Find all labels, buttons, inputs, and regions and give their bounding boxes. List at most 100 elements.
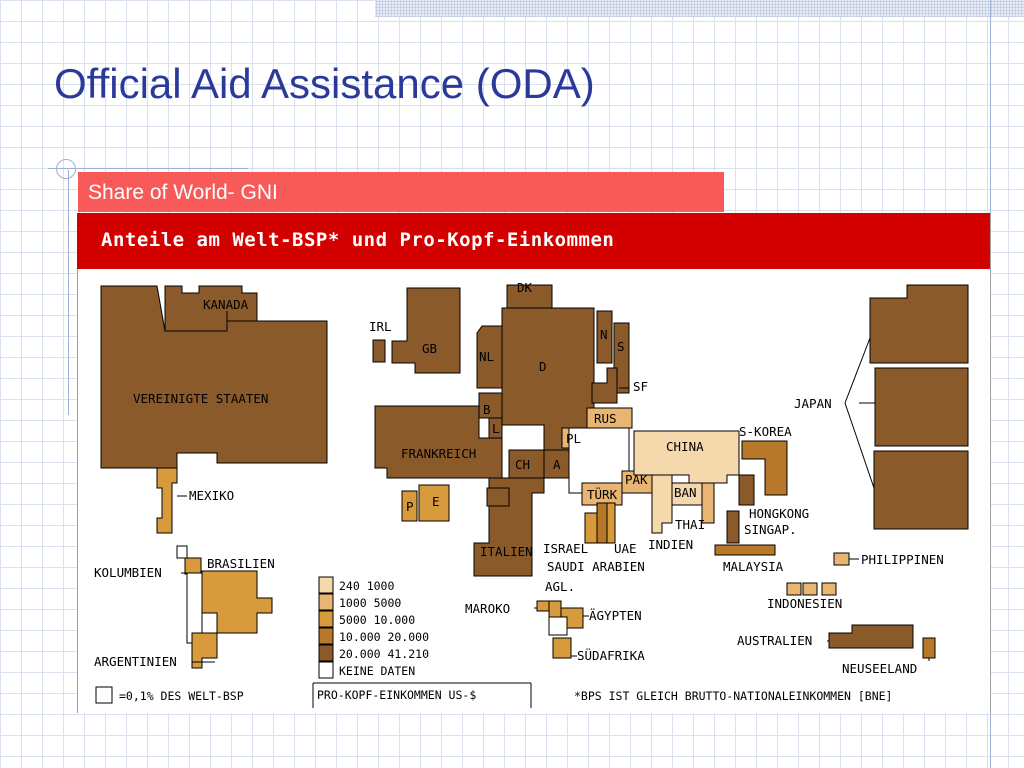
- label-n: N: [600, 327, 608, 342]
- label-s: S: [617, 339, 625, 354]
- sf-shape: [591, 367, 618, 404]
- decorative-top-band: [375, 0, 1024, 17]
- label-aegypten: ÄGYPTEN: [589, 608, 642, 623]
- indonesien-1: [786, 582, 802, 596]
- japan-block-3: [873, 450, 969, 530]
- agl-shape: [548, 600, 562, 618]
- legend-swatch-2: [318, 593, 334, 611]
- legend-label-5: 20.000 41.210: [339, 647, 429, 661]
- legend-label-3: 5000 10.000: [339, 613, 415, 627]
- label-skorea: S-KOREA: [739, 424, 792, 439]
- label-philippinen: PHILIPPINEN: [861, 552, 944, 567]
- subtitle-text: Share of World- GNI: [88, 181, 278, 204]
- legend-swatch-3: [318, 610, 334, 628]
- decorative-circle: [56, 159, 76, 179]
- label-saudi: SAUDI ARABIEN: [547, 559, 645, 574]
- label-mexiko: MEXIKO: [189, 488, 234, 503]
- saudi-shape: [606, 502, 616, 544]
- label-indien: INDIEN: [648, 537, 693, 552]
- label-israel: ISRAEL: [543, 541, 588, 556]
- rus-shape: [586, 407, 633, 429]
- label-malaysia: MALAYSIA: [723, 559, 784, 574]
- legend-label-6: KEINE DATEN: [339, 664, 415, 678]
- cartogram-figure: Anteile am Welt-BSP* und Pro-Kopf-Einkom…: [77, 213, 991, 713]
- africa-block: [548, 616, 568, 636]
- label-singap: SINGAP.: [744, 522, 797, 537]
- label-kolumbien: KOLUMBIEN: [94, 565, 162, 580]
- israel-shape: [584, 512, 598, 544]
- gb-shape: [391, 287, 461, 374]
- maroko-shape: [536, 600, 550, 612]
- uae-shape: [596, 502, 608, 544]
- scale-note: =0,1% DES WELT-BSP: [119, 689, 244, 703]
- central-america-shape: [176, 545, 188, 559]
- figure-header-text: Anteile am Welt-BSP* und Pro-Kopf-Einkom…: [101, 229, 615, 251]
- label-ban: BAN: [674, 485, 697, 500]
- nl-shape: [476, 325, 503, 389]
- japan-block-2: [874, 367, 969, 447]
- label-nl: NL: [479, 349, 494, 364]
- label-b: B: [483, 402, 491, 417]
- decorative-left-line: [68, 170, 69, 415]
- label-suedafrika: SÜDAFRIKA: [577, 647, 645, 663]
- label-a: A: [553, 457, 561, 472]
- label-sf: SF: [633, 379, 648, 394]
- label-rus: RUS: [594, 411, 617, 426]
- label-japan: JAPAN: [794, 396, 832, 411]
- label-gb: GB: [422, 341, 437, 356]
- indonesien-2: [802, 582, 818, 596]
- subtitle-bar: Share of World- GNI: [78, 172, 724, 212]
- legend-swatch-1: [318, 576, 334, 594]
- australien-shape: [828, 624, 914, 649]
- label-agl: AGL.: [545, 579, 575, 594]
- italien-north: [486, 487, 510, 507]
- label-e: E: [432, 494, 440, 509]
- label-china: CHINA: [666, 439, 704, 454]
- figure-left-edge: [77, 269, 78, 713]
- malaysia-shape: [714, 544, 776, 556]
- label-p: P: [406, 499, 414, 514]
- ch-shape: [508, 449, 545, 479]
- cartogram-map: KANADA VEREINIGTE STAATEN MEXIKO KOLUMBI…: [94, 280, 969, 708]
- brasilien-shape: [201, 570, 273, 634]
- label-kanada: KANADA: [203, 297, 249, 312]
- decorative-horizontal-line: [48, 168, 248, 169]
- slide-title: Official Aid Assistance (ODA): [54, 60, 595, 107]
- kolumbien-shape: [184, 557, 202, 575]
- figure-header: Anteile am Welt-BSP* und Pro-Kopf-Einkom…: [77, 213, 990, 269]
- legend-label-4: 10.000 20.000: [339, 630, 429, 644]
- legend-label-2: 1000 5000: [339, 596, 401, 610]
- irl-shape: [372, 339, 386, 363]
- income-legend: [312, 576, 532, 708]
- label-argentinien: ARGENTINIEN: [94, 654, 177, 669]
- thai-shape: [701, 482, 715, 524]
- philippinen-shape: [833, 552, 850, 566]
- label-dk: DK: [517, 280, 533, 295]
- label-pl: PL: [566, 431, 581, 446]
- usa-shape: [100, 285, 328, 469]
- label-turk: TÜRK: [587, 486, 618, 502]
- label-ch: CH: [515, 457, 530, 472]
- label-indonesien: INDONESIEN: [767, 596, 842, 611]
- legend-swatch-6: [318, 661, 334, 679]
- singap-shape: [726, 510, 740, 544]
- skorea-shape: [741, 440, 788, 496]
- legend-swatch-4: [318, 627, 334, 645]
- label-pak: PAK: [625, 472, 648, 487]
- legend-swatch-5: [318, 644, 334, 662]
- e-shape: [418, 484, 450, 522]
- label-irl: IRL: [369, 319, 392, 334]
- n-shape: [596, 310, 613, 364]
- label-hongkong: HONGKONG: [749, 506, 809, 521]
- japan-block-1: [869, 284, 969, 364]
- legend-title: PRO-KOPF-EINKOMMEN US-$: [317, 688, 476, 702]
- label-thai: THAI: [675, 517, 705, 532]
- label-australien: AUSTRALIEN: [737, 633, 812, 648]
- p-shape: [401, 490, 418, 522]
- label-italien: ITALIEN: [480, 544, 533, 559]
- mexiko-shape: [156, 467, 178, 534]
- footnote: *BPS IST GLEICH BRUTTO-NATIONALEINKOMMEN…: [574, 689, 893, 703]
- label-brasilien: BRASILIEN: [207, 556, 275, 571]
- neuseeland-shape: [922, 637, 936, 659]
- indien-shape: [651, 474, 673, 534]
